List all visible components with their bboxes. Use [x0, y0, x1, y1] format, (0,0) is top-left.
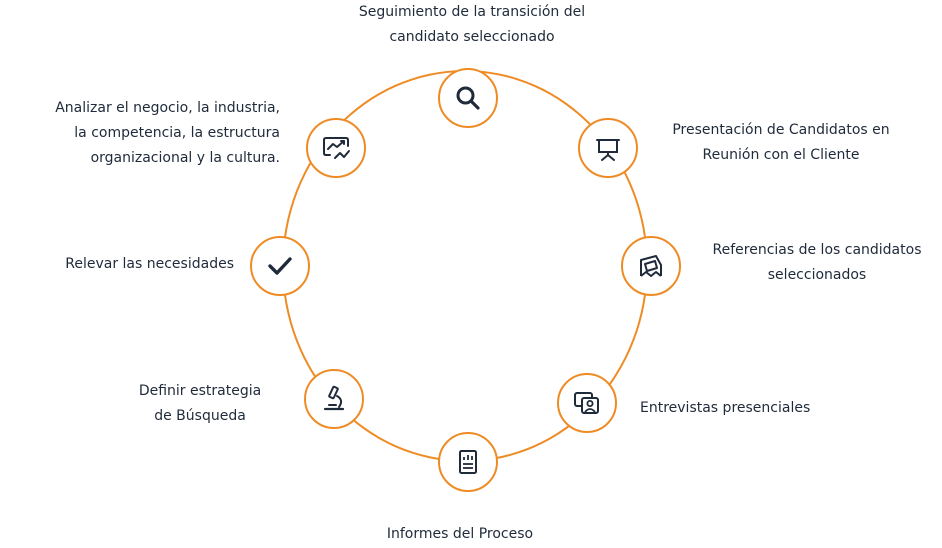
node-entrevistas — [557, 373, 617, 433]
label-estrategia: Definir estrategia de Búsqueda — [110, 379, 290, 429]
label-line: Reunión con el Cliente — [702, 147, 860, 163]
label-seguimiento: Seguimiento de la transición del candida… — [354, 0, 590, 50]
label-line: Entrevistas presenciales — [640, 400, 811, 416]
label-necesidades: Relevar las necesidades — [14, 252, 234, 277]
report-document-icon — [459, 450, 477, 474]
label-line: organizacional y la cultura. — [90, 150, 280, 166]
label-line: Analizar el negocio, la industria, — [55, 100, 280, 116]
search-icon — [456, 86, 480, 110]
node-estrategia — [304, 369, 364, 429]
label-line: Referencias de los candidatos — [712, 242, 922, 258]
label-line: Seguimiento de la transición del — [358, 4, 586, 20]
label-line: la competencia, la estructura — [74, 125, 280, 141]
label-line: de Búsqueda — [154, 408, 246, 424]
label-line: Presentación de Candidatos en — [672, 122, 890, 138]
label-line: Informes del Proceso — [386, 526, 534, 542]
label-line: Relevar las necesidades — [65, 256, 234, 272]
label-entrevistas: Entrevistas presenciales — [640, 396, 840, 421]
label-line: Definir estrategia — [138, 383, 262, 399]
microscope-icon — [323, 385, 345, 411]
checkmark-icon — [268, 257, 292, 275]
label-line: seleccionados — [767, 267, 867, 283]
presentation-board-icon — [596, 139, 620, 161]
label-referencias: Referencias de los candidatos selecciona… — [706, 238, 928, 288]
trend-chart-icon — [323, 137, 350, 159]
video-interview-icon — [574, 392, 599, 414]
node-referencias — [621, 236, 681, 296]
node-presentacion — [578, 118, 638, 178]
references-icon — [640, 255, 662, 277]
label-presentacion: Presentación de Candidatos en Reunión co… — [665, 118, 897, 168]
node-necesidades — [250, 236, 310, 296]
node-analizar — [306, 118, 366, 178]
node-seguimiento — [438, 68, 498, 128]
label-line: candidato seleccionado — [389, 29, 555, 45]
node-informes — [438, 432, 498, 492]
label-analizar: Analizar el negocio, la industria, la co… — [30, 96, 280, 171]
label-informes: Informes del Proceso — [360, 522, 560, 547]
